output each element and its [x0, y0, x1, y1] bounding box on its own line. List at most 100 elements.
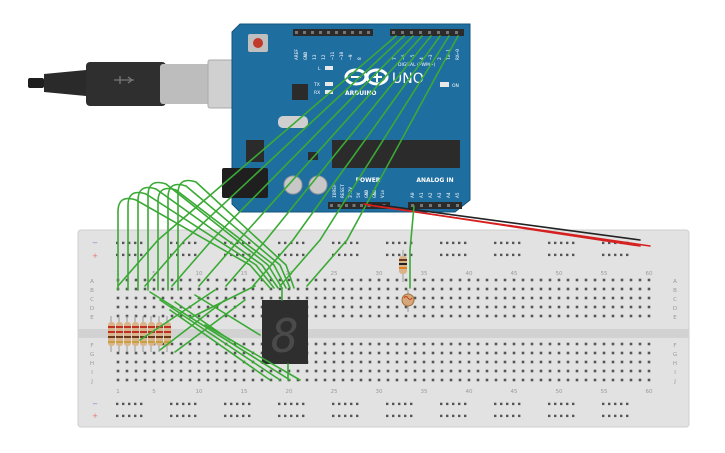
breadboard-hole — [404, 314, 408, 318]
breadboard-hole — [179, 296, 183, 300]
col-number: 20 — [286, 389, 293, 395]
capacitor — [308, 175, 328, 195]
breadboard-hole — [557, 278, 561, 282]
breadboard-hole — [233, 287, 237, 291]
breadboard-hole — [404, 287, 408, 291]
breadboard-hole — [620, 342, 624, 346]
power-label: POWER — [356, 177, 381, 184]
rail-hole — [548, 414, 551, 418]
breadboard-hole — [359, 278, 363, 282]
breadboard-hole — [548, 378, 552, 382]
rail-hole — [566, 414, 569, 418]
breadboard-hole — [557, 296, 561, 300]
breadboard-hole — [170, 360, 174, 364]
breadboard-hole — [161, 342, 165, 346]
rail-hole — [452, 414, 455, 418]
breadboard-hole — [494, 378, 498, 382]
breadboard-hole — [224, 278, 228, 282]
rail-hole — [290, 253, 293, 257]
breadboard-hole — [593, 287, 597, 291]
pin-label: A4 — [446, 192, 452, 198]
breadboard-hole — [170, 296, 174, 300]
wire — [171, 35, 414, 287]
breadboard-hole — [170, 278, 174, 282]
breadboard-hole — [503, 287, 507, 291]
breadboard-hole — [467, 296, 471, 300]
breadboard-hole — [422, 287, 426, 291]
breadboard-hole — [323, 278, 327, 282]
rail-hole — [572, 253, 575, 257]
breadboard-hole — [233, 296, 237, 300]
breadboard-hole — [332, 342, 336, 346]
breadboard-hole — [566, 287, 570, 291]
breadboard-hole — [215, 360, 219, 364]
pin-label: 4 — [419, 57, 425, 60]
rail-hole — [494, 253, 497, 257]
rail-hole — [278, 241, 281, 245]
breadboard-hole — [647, 351, 651, 355]
breadboard-hole — [566, 351, 570, 355]
col-number: 60 — [646, 271, 653, 277]
rail-hole — [494, 402, 497, 406]
rail-hole — [290, 414, 293, 418]
breadboard-hole — [143, 278, 147, 282]
breadboard-hole — [143, 287, 147, 291]
breadboard-hole — [602, 314, 606, 318]
rail-hole — [410, 253, 413, 257]
rail-hole — [512, 414, 515, 418]
pin-label: 5V — [356, 192, 362, 198]
breadboard-hole — [224, 287, 228, 291]
breadboard-hole — [494, 305, 498, 309]
breadboard-hole — [512, 296, 516, 300]
resistor-band — [116, 326, 123, 328]
resistor-band — [116, 336, 123, 338]
breadboard-hole — [116, 296, 120, 300]
breadboard-hole — [161, 378, 165, 382]
breadboard-hole — [251, 314, 255, 318]
rail-hole — [296, 253, 299, 257]
rail-hole — [302, 402, 305, 406]
row-letter: B — [90, 288, 94, 294]
breadboard-hole — [539, 278, 543, 282]
breadboard-hole — [539, 296, 543, 300]
breadboard-hole — [395, 360, 399, 364]
breadboard-hole — [557, 314, 561, 318]
breadboard-hole — [134, 360, 138, 364]
breadboard-hole — [647, 360, 651, 364]
rail-hole — [440, 414, 443, 418]
breadboard-hole — [206, 314, 210, 318]
breadboard-hole — [422, 314, 426, 318]
breadboard-hole — [647, 305, 651, 309]
breadboard-hole — [179, 351, 183, 355]
breadboard-hole — [116, 305, 120, 309]
breadboard-hole — [584, 342, 588, 346]
breadboard-hole — [116, 360, 120, 364]
rail-hole — [410, 402, 413, 406]
rail-hole — [452, 253, 455, 257]
rail-hole — [386, 253, 389, 257]
resistor-band — [108, 326, 115, 328]
breadboard-hole — [584, 287, 588, 291]
header-hole — [437, 31, 440, 34]
rail-hole — [170, 414, 173, 418]
breadboard-hole — [251, 278, 255, 282]
breadboard-hole — [224, 305, 228, 309]
breadboard-hole — [323, 296, 327, 300]
breadboard-hole — [296, 287, 300, 291]
breadboard-hole — [179, 287, 183, 291]
breadboard-hole — [593, 296, 597, 300]
rail-hole — [284, 402, 287, 406]
header-hole — [335, 31, 338, 34]
photoresistor — [401, 290, 415, 312]
header-hole — [352, 204, 356, 207]
breadboard-hole — [395, 378, 399, 382]
breadboard-hole — [377, 314, 381, 318]
breadboard-hole — [197, 314, 201, 318]
rail-hole — [608, 241, 611, 245]
breadboard-hole — [458, 342, 462, 346]
rail-hole — [560, 402, 563, 406]
breadboard-hole — [404, 278, 408, 282]
rail-hole — [398, 253, 401, 257]
rail-hole — [410, 414, 413, 418]
breadboard-hole — [638, 278, 642, 282]
